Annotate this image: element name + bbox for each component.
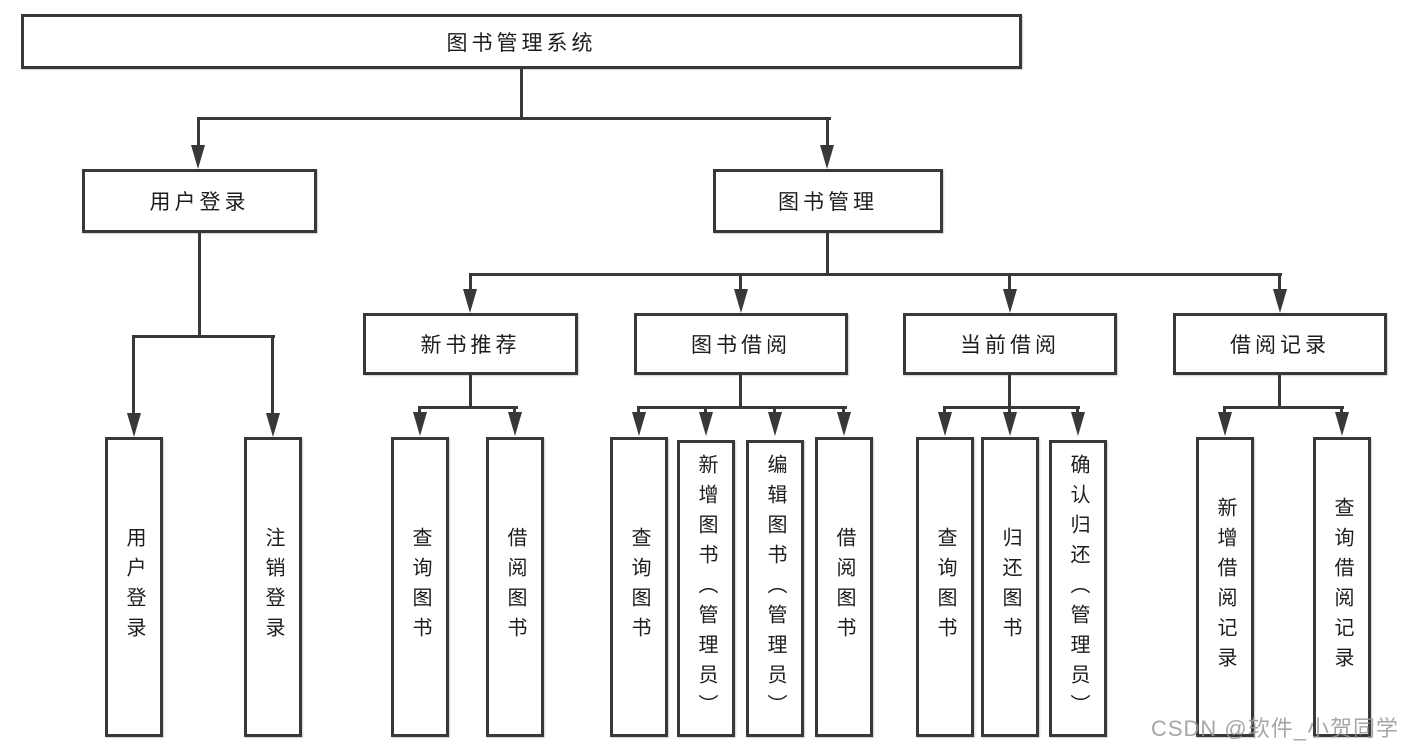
leaf-label: 查询借阅记录	[1331, 497, 1353, 677]
leaf-confirm-return-admin: 确认归还（管理员）	[1049, 440, 1107, 737]
leaf-label: 查询图书	[628, 527, 650, 647]
csdn-watermark: CSDN @软件_小贺同学	[1150, 716, 1399, 741]
connector-vline	[197, 120, 200, 146]
node-root-library-system: 图书管理系统	[21, 14, 1022, 69]
leaf-add-borrow-record: 新增借阅记录	[1196, 437, 1254, 737]
leaf-borrow-books: 借阅图书	[815, 437, 873, 737]
connector-hline	[1223, 406, 1344, 409]
node-label: 图书借阅	[691, 334, 791, 357]
connector-vline	[1278, 375, 1281, 406]
connector-vline	[469, 276, 472, 290]
leaf-label: 查询图书	[934, 527, 956, 647]
arrow-down-icon	[1003, 289, 1017, 313]
arrow-down-icon	[1003, 412, 1017, 436]
node-user-login: 用户登录	[82, 169, 317, 233]
connector-hline	[943, 406, 1080, 409]
connector-vline	[1008, 375, 1011, 406]
connector-vline	[1008, 409, 1011, 414]
leaf-user-login: 用户登录	[105, 437, 163, 737]
connector-hline	[469, 273, 1282, 276]
arrow-down-icon	[699, 412, 713, 436]
arrow-down-icon	[820, 145, 834, 169]
leaf-return-books: 归还图书	[981, 437, 1039, 737]
connector-vline	[513, 409, 516, 414]
connector-vline	[773, 409, 776, 414]
node-label: 新书推荐	[420, 334, 521, 357]
leaf-label: 编辑图书（管理员）	[764, 453, 786, 724]
connector-vline	[520, 69, 523, 117]
node-label: 借阅记录	[1230, 334, 1330, 357]
node-borrow-records: 借阅记录	[1173, 313, 1387, 375]
connector-vline	[1008, 276, 1011, 290]
connector-hline	[418, 406, 518, 409]
connector-vline	[1278, 276, 1281, 290]
connector-vline	[1340, 409, 1343, 414]
connector-vline	[132, 338, 135, 413]
arrow-down-icon	[191, 145, 205, 169]
arrow-down-icon	[768, 412, 782, 436]
arrow-down-icon	[734, 289, 748, 313]
arrow-down-icon	[508, 412, 522, 436]
leaf-label: 借阅图书	[833, 527, 855, 647]
connector-hline	[132, 335, 275, 338]
arrow-down-icon	[938, 412, 952, 436]
leaf-logout: 注销登录	[244, 437, 302, 737]
connector-hline	[637, 406, 847, 409]
leaf-label: 新增图书（管理员）	[695, 453, 717, 724]
connector-vline	[739, 276, 742, 290]
connector-vline	[271, 338, 274, 413]
arrow-down-icon	[266, 413, 280, 437]
arrow-down-icon	[413, 412, 427, 436]
leaf-label: 查询图书	[409, 527, 431, 647]
connector-vline	[1223, 409, 1226, 414]
node-book-borrowing: 图书借阅	[634, 313, 848, 375]
leaf-query-books-borrow: 查询图书	[610, 437, 668, 737]
leaf-label: 借阅图书	[504, 527, 526, 647]
leaf-query-borrow-record: 查询借阅记录	[1313, 437, 1371, 737]
leaf-add-books-admin: 新增图书（管理员）	[677, 440, 735, 737]
arrow-down-icon	[1335, 412, 1349, 436]
node-label: 图书管理	[778, 191, 878, 214]
leaf-query-books-current: 查询图书	[916, 437, 974, 737]
node-label: 图书管理系统	[446, 31, 597, 55]
leaf-label: 注销登录	[262, 527, 284, 647]
connector-vline	[469, 375, 472, 406]
arrow-down-icon	[463, 289, 477, 313]
leaf-label: 确认归还（管理员）	[1067, 453, 1089, 724]
connector-vline	[826, 233, 829, 273]
connector-vline	[842, 409, 845, 414]
leaf-borrow-books-recommend: 借阅图书	[486, 437, 544, 737]
arrow-down-icon	[1071, 412, 1085, 436]
connector-vline	[943, 409, 946, 414]
connector-vline	[739, 375, 742, 406]
leaf-label: 新增借阅记录	[1214, 497, 1236, 677]
node-book-management: 图书管理	[713, 169, 943, 233]
arrow-down-icon	[837, 412, 851, 436]
connector-vline	[198, 233, 201, 335]
connector-vline	[418, 409, 421, 414]
arrow-down-icon	[1273, 289, 1287, 313]
connector-hline	[197, 117, 831, 120]
connector-vline	[826, 120, 829, 146]
connector-vline	[704, 409, 707, 414]
node-new-book-recommend: 新书推荐	[363, 313, 578, 375]
arrow-down-icon	[632, 412, 646, 436]
arrow-down-icon	[1218, 412, 1232, 436]
leaf-edit-books-admin: 编辑图书（管理员）	[746, 440, 804, 737]
node-label: 当前借阅	[960, 334, 1060, 357]
node-current-borrowing: 当前借阅	[903, 313, 1117, 375]
connector-vline	[1076, 409, 1079, 414]
arrow-down-icon	[127, 413, 141, 437]
leaf-label: 用户登录	[123, 527, 145, 647]
node-label: 用户登录	[149, 191, 250, 214]
leaf-label: 归还图书	[999, 527, 1021, 647]
connector-vline	[637, 409, 640, 414]
leaf-query-books-recommend: 查询图书	[391, 437, 449, 737]
